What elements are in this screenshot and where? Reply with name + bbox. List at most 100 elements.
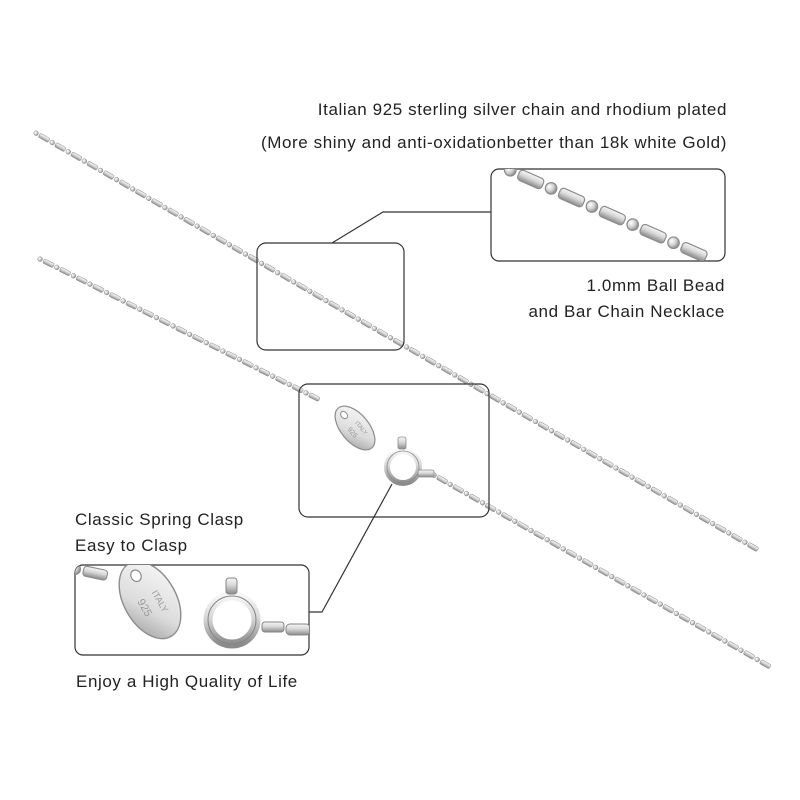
chain-ball-bead — [592, 564, 599, 571]
chain-bar-bead — [275, 376, 287, 385]
chain-ball-bead — [645, 483, 651, 490]
chain-bar-bead — [650, 486, 662, 496]
chain-bar-bead — [602, 458, 614, 468]
chain-ball-bead — [516, 409, 522, 415]
chain-bar-bead — [312, 291, 324, 301]
chain-bar-bead — [280, 272, 292, 282]
chain-ball-bead — [738, 647, 744, 653]
chain-ball-bead — [544, 182, 558, 195]
chain-ball-bead — [436, 363, 442, 369]
chain-bar-bead — [662, 604, 674, 614]
chain-ball-bead — [641, 592, 647, 598]
chain-ball-bead — [500, 400, 506, 406]
chain-ball-bead — [137, 306, 143, 312]
chain-ball-bead — [754, 656, 760, 663]
chain-ball-bead — [70, 273, 77, 279]
chain-bar-bead — [581, 558, 594, 568]
chain-bar-bead — [501, 512, 513, 522]
chain-ball-bead — [194, 223, 200, 229]
spring-clasp: ITALY 925 — [334, 405, 435, 486]
chain-ball-bead — [49, 139, 55, 146]
chain-ball-bead — [548, 428, 555, 434]
chain-ball-bead — [657, 601, 663, 607]
chain-bar-bead — [344, 310, 356, 319]
chain-ball-bead — [120, 298, 126, 304]
chain-ball-bead — [403, 344, 410, 350]
chain-bar-bead — [225, 351, 237, 360]
clasp-caption-line-2: Easy to Clasp — [75, 536, 188, 555]
chain-ball-bead — [463, 490, 470, 497]
chain-ball-bead — [339, 307, 345, 313]
chain-bar-bead — [92, 284, 104, 293]
chain-bar-bead — [634, 477, 646, 487]
chain-ball-bead — [242, 251, 249, 257]
chain-ball-bead — [153, 314, 160, 321]
chain-bar-bead — [54, 142, 66, 152]
chain-bar-bead — [328, 300, 340, 310]
chain-bar-bead — [76, 275, 88, 285]
chain-bar-bead — [192, 334, 204, 343]
chain-ball-bead — [420, 353, 426, 360]
chain-bar-bead — [151, 198, 163, 208]
chain-bar-bead — [727, 641, 739, 651]
chain-ball-bead — [37, 256, 43, 262]
chain-bar-bead — [360, 319, 372, 329]
chain-bar-bead — [618, 468, 630, 478]
chain-bar-bead — [38, 133, 50, 143]
chain-ball-bead — [722, 638, 728, 644]
chain-bar-bead — [436, 475, 448, 485]
chain-ball-bead — [689, 620, 696, 626]
chain-ball-bead — [626, 218, 640, 231]
chain-bar-bead — [678, 613, 691, 623]
chain-ball-bead — [170, 323, 176, 329]
chain-ball-bead — [286, 381, 292, 388]
chain-bar-bead — [747, 542, 759, 552]
chain-ball-bead — [532, 418, 539, 425]
chain-ball-bead — [613, 465, 619, 471]
chain-ball-bead — [673, 610, 680, 617]
chain-bar-bead — [711, 632, 723, 641]
chain-ball-bead — [162, 204, 168, 211]
chain-ball-bead — [178, 214, 184, 220]
chain-ball-bead — [597, 456, 603, 462]
chain-bar-bead — [646, 595, 658, 605]
chain-bar-bead — [743, 650, 755, 660]
chain-bar-bead — [598, 567, 610, 577]
chain-bar-bead — [167, 207, 179, 217]
chain-bar-bead — [694, 622, 707, 632]
chain-bar-bead — [86, 161, 99, 171]
clasp-detail-callout: ITALY 925 — [74, 383, 490, 656]
clasp-closeup: ITALY 925 — [75, 565, 309, 649]
chain-bar-bead — [565, 549, 578, 558]
chain-bar-bead — [142, 309, 154, 318]
chain-bar-bead — [425, 356, 437, 366]
chain-ball-bead — [726, 530, 732, 536]
chain-bar-bead — [489, 393, 501, 403]
chain-bar-bead — [183, 217, 195, 226]
chain-bar-bead — [505, 403, 517, 412]
chain-bar-bead — [215, 235, 227, 245]
chain-ball-bead — [146, 195, 152, 201]
chain-ball-bead — [81, 158, 88, 164]
chain-bar-bead — [441, 365, 453, 375]
chain-bar-bead — [452, 484, 464, 494]
chain-bar-bead — [731, 533, 743, 543]
chain-ball-bead — [693, 511, 700, 518]
chain-bar-bead — [264, 263, 276, 273]
chain-bar-bead — [102, 170, 115, 180]
chain-ball-bead — [323, 297, 329, 304]
chain-bar-bead — [521, 412, 534, 422]
chain-bar-bead — [570, 440, 582, 450]
chain-bar-bead — [208, 342, 221, 352]
chain-bar-bead — [376, 328, 389, 338]
chain-ball-bead — [667, 236, 680, 250]
chain-ball-bead — [65, 149, 71, 155]
footer-caption: Enjoy a High Quality of Life — [76, 672, 298, 691]
chain-bar-bead — [484, 503, 497, 512]
chain-bar-bead — [598, 205, 627, 226]
chain-ball-bead — [706, 629, 712, 635]
chain-bar-bead — [119, 179, 131, 189]
chain-bar-bead — [553, 430, 566, 440]
chain-ball-bead — [210, 232, 216, 239]
